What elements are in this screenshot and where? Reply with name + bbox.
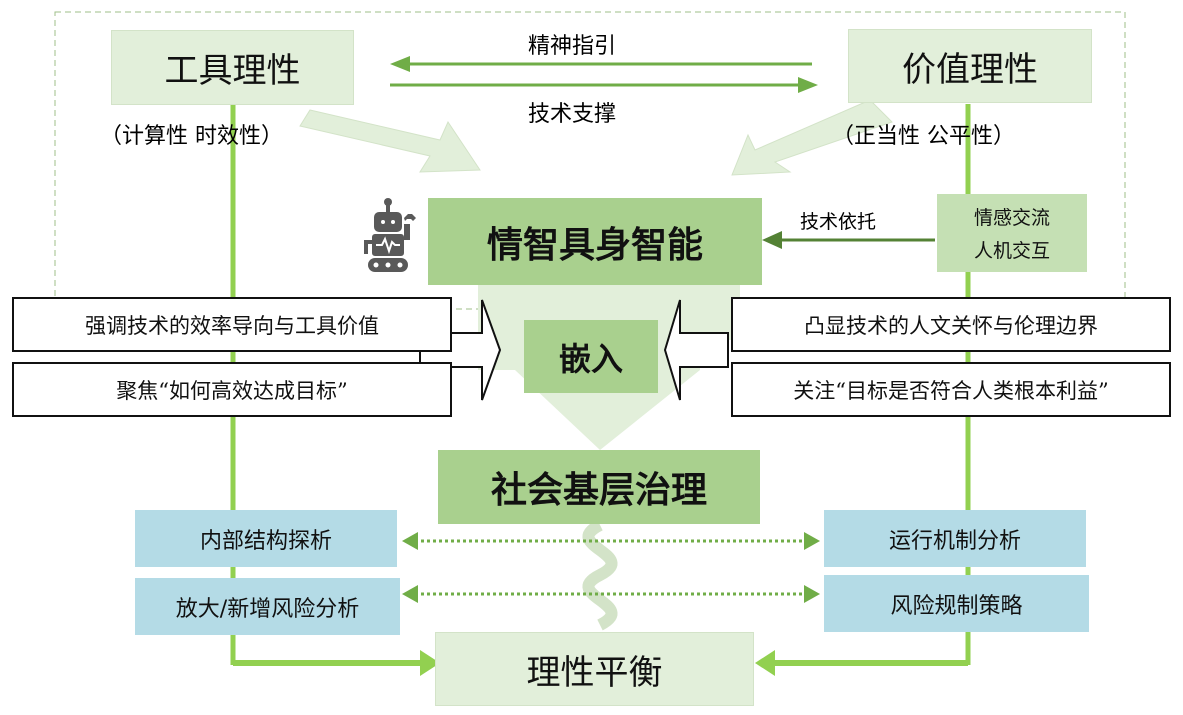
spirit-guide-arrowhead	[390, 56, 410, 72]
right-note-1-text: 凸显技术的人文关怀与伦理边界	[804, 313, 1098, 338]
embed-label: 嵌入	[558, 339, 623, 378]
risk-regulation-text: 风险规制策略	[890, 593, 1023, 619]
emotion-exchange-text: 情感交流	[973, 207, 1050, 229]
governance-box: 社会基层治理	[438, 450, 760, 524]
spirit-guide-label: 精神指引	[528, 34, 617, 59]
rational-balance-box: 理性平衡	[435, 632, 754, 706]
value-rationality-subtitle: （正当性 公平性）	[832, 124, 1015, 149]
human-machine-interaction-text: 人机交互	[973, 240, 1050, 262]
instrumental-rationality-subtitle: （计算性 时效性）	[100, 124, 283, 149]
left-note-1-text: 强调技术的效率导向与工具价值	[85, 313, 379, 338]
right-blue-box-1: 运行机制分析	[824, 510, 1086, 567]
right-blue-box-2: 风险规制策略	[824, 575, 1089, 632]
left-note-2-text: 聚焦“如何高效达成目标”	[116, 378, 348, 403]
right-note-2: 关注“目标是否符合人类根本利益”	[731, 362, 1171, 417]
value-rationality-title: 价值理性	[902, 49, 1038, 90]
left-blue-box-1: 内部结构探析	[135, 510, 397, 567]
right-note-1: 凸显技术的人文关怀与伦理边界	[731, 297, 1171, 352]
risk-analysis-text: 放大/新增风险分析	[175, 596, 360, 622]
right-note-2-text: 关注“目标是否符合人类根本利益”	[793, 378, 1109, 403]
left-note-2: 聚焦“如何高效达成目标”	[12, 362, 452, 417]
left-diagonal-arrow	[299, 109, 481, 173]
governance-title: 社会基层治理	[490, 470, 707, 511]
tech-reliance-arrowhead	[762, 231, 782, 249]
embodied-intelligence-title: 情智具身智能	[486, 224, 703, 266]
embed-box: 嵌入	[524, 320, 658, 393]
robot-icon	[364, 198, 416, 272]
instrumental-rationality-box: 工具理性	[111, 30, 354, 105]
right-block-arrow	[663, 299, 729, 401]
left-bottom-arrowhead	[420, 650, 440, 676]
dotted-link-2-right-arrowhead	[804, 585, 820, 603]
dotted-link-1-right-arrowhead	[804, 532, 820, 550]
right-diagonal-arrow	[731, 99, 893, 176]
value-rationality-box: 价值理性	[848, 29, 1092, 103]
mechanism-analysis-text: 运行机制分析	[888, 528, 1021, 554]
left-note-1: 强调技术的效率导向与工具价值	[12, 297, 452, 352]
instrumental-rationality-title: 工具理性	[164, 51, 301, 91]
emotion-interaction-box: 情感交流 人机交互	[937, 194, 1087, 272]
right-bottom-arrowhead	[755, 650, 775, 676]
dotted-link-2-left-arrowhead	[402, 585, 418, 603]
embodied-intelligence-box: 情智具身智能	[428, 198, 762, 285]
dotted-link-1-left-arrowhead	[402, 532, 418, 550]
tech-reliance-label: 技术依托	[800, 211, 877, 233]
tech-support-arrowhead	[798, 77, 818, 93]
internal-structure-text: 内部结构探析	[199, 528, 332, 554]
left-blue-box-2: 放大/新增风险分析	[135, 578, 400, 635]
tech-support-label: 技术支撑	[528, 102, 617, 127]
rational-balance-title: 理性平衡	[526, 652, 663, 693]
